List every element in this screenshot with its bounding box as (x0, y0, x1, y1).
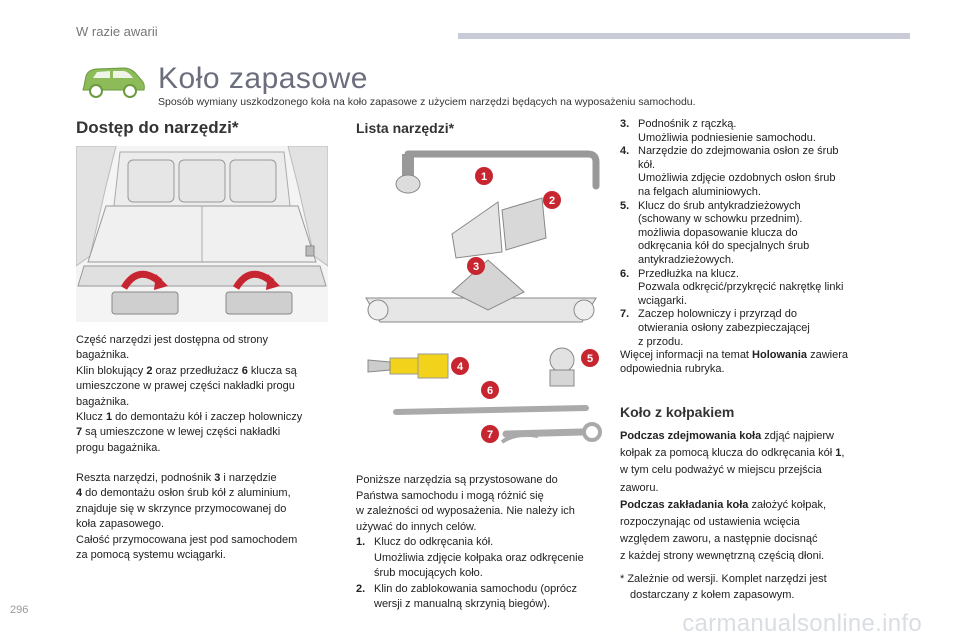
tool-badge: 1 (475, 167, 493, 185)
text-line: bagażnika. (76, 395, 130, 408)
tool-badge: 2 (543, 191, 561, 209)
tool-badge: 3 (467, 257, 485, 275)
watermark: carmanualsonline.info (682, 610, 922, 637)
list-item: 2. Klin do zablokowania samochodu (opróc… (356, 582, 578, 611)
text-line: w tym celu podważyć w miejscu przejścia (620, 464, 822, 477)
list-item: 4. Narzędzie do zdejmowania osłon ze śru… (620, 145, 839, 198)
text-line: za pomocą systemu wciągarki. (76, 549, 226, 562)
section-label: W razie awarii (76, 24, 158, 39)
text-line: dostarczany z kołem zapasowym. (630, 588, 795, 601)
text-line: kołpak za pomocą klucza do odkręcania kó… (620, 447, 845, 460)
text-line: Całość przymocowana jest pod samochodem (76, 533, 298, 546)
svg-text:7: 7 (487, 429, 493, 441)
antitheft-key-drawing (549, 347, 575, 387)
text-line: zaworu. (620, 481, 659, 494)
list-item: 6. Przedłużka na klucz.Pozwala odkręcić/… (620, 267, 844, 307)
page-subtitle: Sposób wymiany uszkodzonego koła na koło… (158, 96, 696, 108)
text-line: rozpoczynając od ustawienia wcięcia (620, 516, 800, 529)
text-line: znajduje się w skrzynce przymocowanej do (76, 502, 287, 515)
extension-drawing (393, 405, 589, 415)
text-line: Państwa samochodu i mogą różnić się (356, 489, 544, 502)
text-line: Klin blokujący 2 oraz przedłużacz 6 kluc… (76, 364, 297, 377)
heading-access-tools: Dostęp do narzędzi* (76, 118, 239, 137)
text-line: 7 są umieszczone w lewej części nakładki (76, 426, 281, 439)
svg-text:2: 2 (549, 195, 555, 207)
text-line: używać do innych celów. (356, 520, 477, 533)
text-line: * Zależnie od wersji. Komplet narzędzi j… (620, 573, 827, 585)
list-item: 5. Klucz do śrub antykradzieżowych(schow… (620, 199, 810, 266)
svg-text:1: 1 (481, 171, 487, 183)
text-line: Reszta narzędzi, podnośnik 3 i narzędzie (76, 472, 277, 484)
towing-eye-drawing (500, 422, 602, 444)
more-info-text: Więcej informacji na temat Holowania zaw… (620, 349, 910, 376)
text-line: progu bagażnika. (76, 441, 161, 454)
text-line: bagażnika. (76, 349, 130, 362)
text-line: Część narzędzi jest dostępna od strony (76, 334, 268, 346)
tools-list-right: 3. Podnośnik z rączką.Umożliwia podniesi… (620, 118, 910, 376)
heading-tool-list: Lista narzędzi* (356, 120, 455, 136)
trunk-illustration (76, 146, 328, 322)
footnote: * Zależnie od wersji. Komplet narzędzi j… (620, 572, 827, 603)
access-paragraph-1: Część narzędzi jest dostępna od strony b… (76, 333, 302, 456)
car-icon (82, 67, 145, 98)
header-rule (458, 33, 910, 39)
text-line: z każdej strony wewnętrzną częścią dłoni… (620, 550, 825, 563)
text-line: koła zapasowego. (76, 518, 165, 531)
text-line: Poniższe narzędzia są przystosowane do (356, 474, 558, 486)
text-line: w zależności od wyposażenia. Nie należy … (356, 505, 575, 517)
list-item: 1. Klucz do odkręcania kół.Umożliwia zdj… (356, 536, 584, 579)
heading-hubcap: Koło z kołpakiem (620, 404, 735, 420)
tools-illustration: 1 2 3 4 5 6 7 (365, 150, 602, 444)
jack-drawing (365, 259, 597, 323)
tool-badge: 6 (481, 381, 499, 399)
tool-badge: 7 (481, 425, 499, 443)
svg-text:4: 4 (457, 361, 464, 373)
tools-list-middle: 1. Klucz do odkręcania kół.Umożliwia zdj… (356, 535, 618, 613)
page-number: 296 (10, 604, 29, 616)
tool-badge: 4 (451, 357, 469, 375)
text-line: 4 do demontażu osłon śrub kół z aluminiu… (76, 487, 291, 500)
svg-text:3: 3 (473, 261, 479, 273)
list-item: 3. Podnośnik z rączką.Umożliwia podniesi… (620, 118, 816, 144)
access-paragraph-2: Reszta narzędzi, podnośnik 3 i narzędzie… (76, 471, 297, 563)
wheel-wrench-drawing (395, 150, 600, 194)
text-line: Klucz 1 do demontażu kół i zaczep holown… (76, 411, 303, 424)
tools-intro: Poniższe narzędzia są przystosowane do P… (356, 473, 575, 535)
text-line: Podczas zakładania koła założyć kołpak, (620, 498, 827, 511)
text-line: umieszczone w prawej części nakładki pro… (76, 380, 295, 393)
hubcap-paragraph: Podczas zdejmowania koła zdjąć najpierw … (620, 428, 844, 566)
text-line: Podczas zdejmowania koła zdjąć najpierw (620, 430, 834, 442)
svg-text:5: 5 (587, 353, 593, 365)
wheel-chock-drawing (451, 197, 547, 259)
text-line: odpowiednia rubryka. (620, 362, 725, 375)
svg-text:6: 6 (487, 385, 493, 397)
page-title: Koło zapasowe (158, 62, 368, 95)
text-line: względem zaworu, a następnie docisnąć (620, 533, 818, 546)
tool-badge: 5 (581, 349, 599, 367)
bolt-cover-tool-drawing (367, 353, 449, 379)
text-line: Więcej informacji na temat Holowania zaw… (620, 349, 849, 362)
